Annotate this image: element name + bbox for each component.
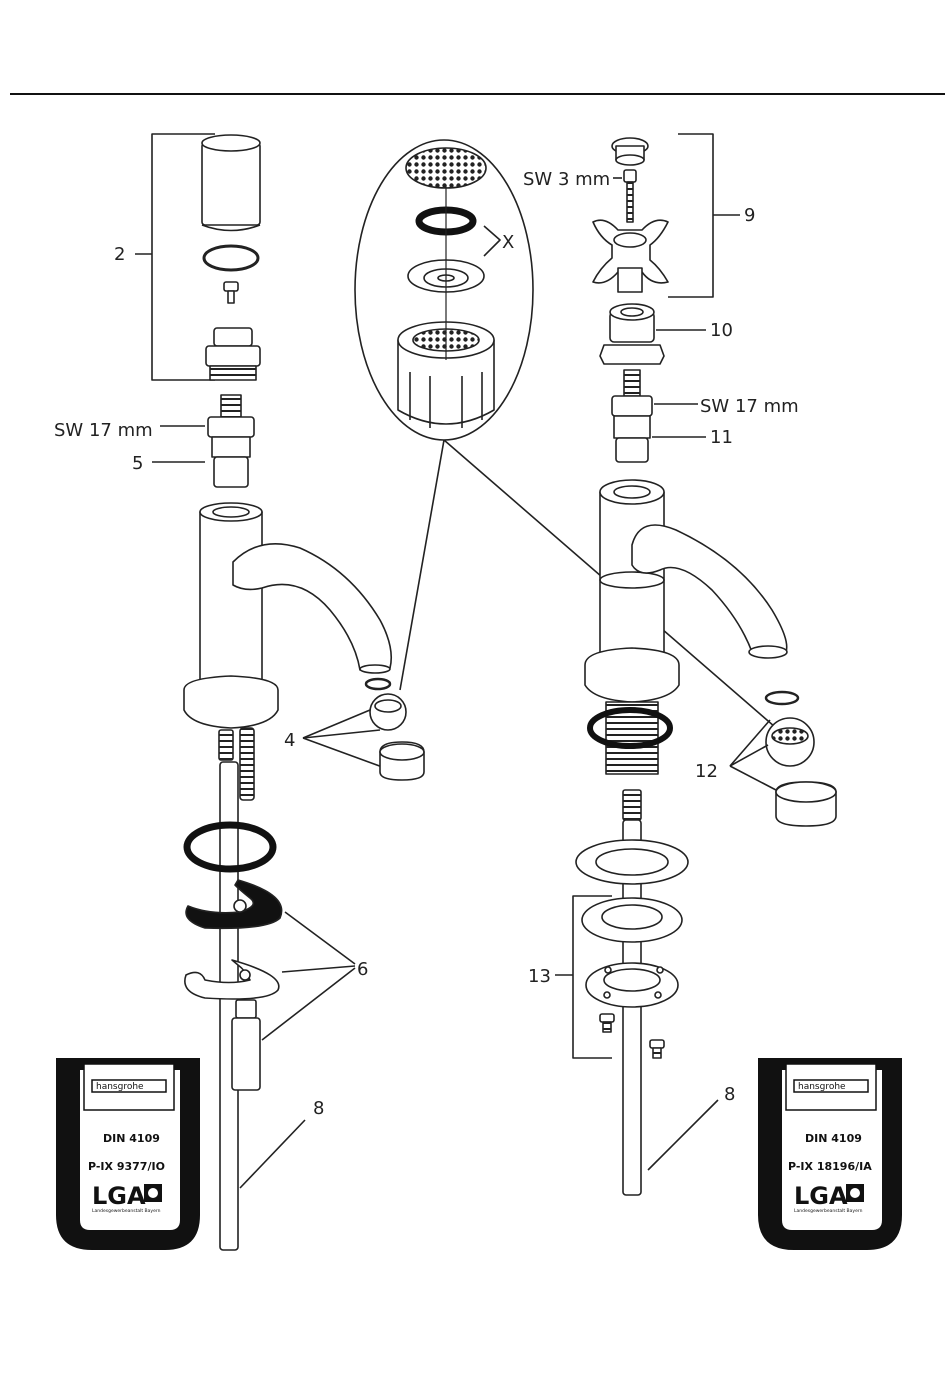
- label-sw17-right: SW 17 mm: [700, 396, 799, 417]
- label-sw17-left: SW 17 mm: [54, 420, 153, 441]
- label-sw3: SW 3 mm: [523, 169, 610, 190]
- handle-screw-right: [624, 170, 636, 222]
- label-2: 2: [114, 244, 125, 265]
- label-9: 9: [744, 205, 755, 226]
- aerator-washer-right: [766, 692, 798, 704]
- badge-lga-sub-right: Landesgewerbeanstalt Bayern: [794, 1208, 863, 1214]
- badge-lga-left: LGA: [92, 1182, 146, 1210]
- label-4: 4: [284, 730, 295, 751]
- handle-button: [612, 138, 648, 165]
- badge-code-left: P-IX 9377/IO: [88, 1160, 165, 1173]
- hex-nut-10: [600, 304, 664, 364]
- bracket-9: [668, 134, 713, 297]
- hose-fitting-right: [623, 790, 641, 820]
- badge-brand-right: hansgrohe: [798, 1082, 846, 1092]
- aerator-washer-left: [366, 679, 390, 689]
- label-12: 12: [695, 761, 718, 782]
- aerator-insert-right: [766, 718, 814, 766]
- faucet-body-left: [184, 503, 391, 728]
- certification-badge-right: hansgrohe DIN 4109 P-IX 18196/IA LGA Lan…: [758, 1058, 902, 1250]
- handle-screw: [224, 282, 238, 303]
- aerator-mesh-screen: [406, 148, 486, 188]
- mounting-flange-13: [586, 963, 678, 1007]
- badge-lga-right: LGA: [794, 1182, 848, 1210]
- aerator-housing-left: [380, 742, 424, 780]
- label-10: 10: [710, 320, 733, 341]
- screw-13a: [600, 1014, 614, 1032]
- o-ring-handle: [204, 246, 258, 270]
- badge-brand-left: hansgrohe: [96, 1082, 144, 1092]
- cartridge-right: [612, 370, 652, 462]
- badge-din-right: DIN 4109: [805, 1132, 862, 1145]
- threaded-stud-left: [232, 1000, 260, 1090]
- screw-13b: [650, 1040, 664, 1058]
- label-6: 6: [357, 959, 368, 980]
- aerator-housing-right: [776, 782, 836, 826]
- label-x: X: [502, 232, 514, 253]
- cartridge-adapter: [206, 328, 260, 380]
- badge-lga-sub-left: Landesgewerbeanstalt Bayern: [92, 1208, 161, 1214]
- label-8-right: 8: [724, 1084, 735, 1105]
- label-11: 11: [710, 427, 733, 448]
- badge-code-right: P-IX 18196/IA: [788, 1160, 872, 1173]
- cross-handle: [593, 220, 668, 292]
- badge-din-left: DIN 4109: [103, 1132, 160, 1145]
- certification-badge-left: hansgrohe DIN 4109 P-IX 9377/IO LGA Land…: [56, 1058, 200, 1250]
- aerator-insert-left: [370, 694, 406, 730]
- label-5: 5: [132, 453, 143, 474]
- washer-13b: [582, 898, 682, 942]
- washer-13a: [576, 840, 688, 884]
- label-8-left: 8: [313, 1098, 324, 1119]
- faucet-body-right: [585, 480, 787, 774]
- cartridge-left: [208, 395, 254, 487]
- handle-cap: [202, 135, 260, 231]
- label-13: 13: [528, 966, 551, 987]
